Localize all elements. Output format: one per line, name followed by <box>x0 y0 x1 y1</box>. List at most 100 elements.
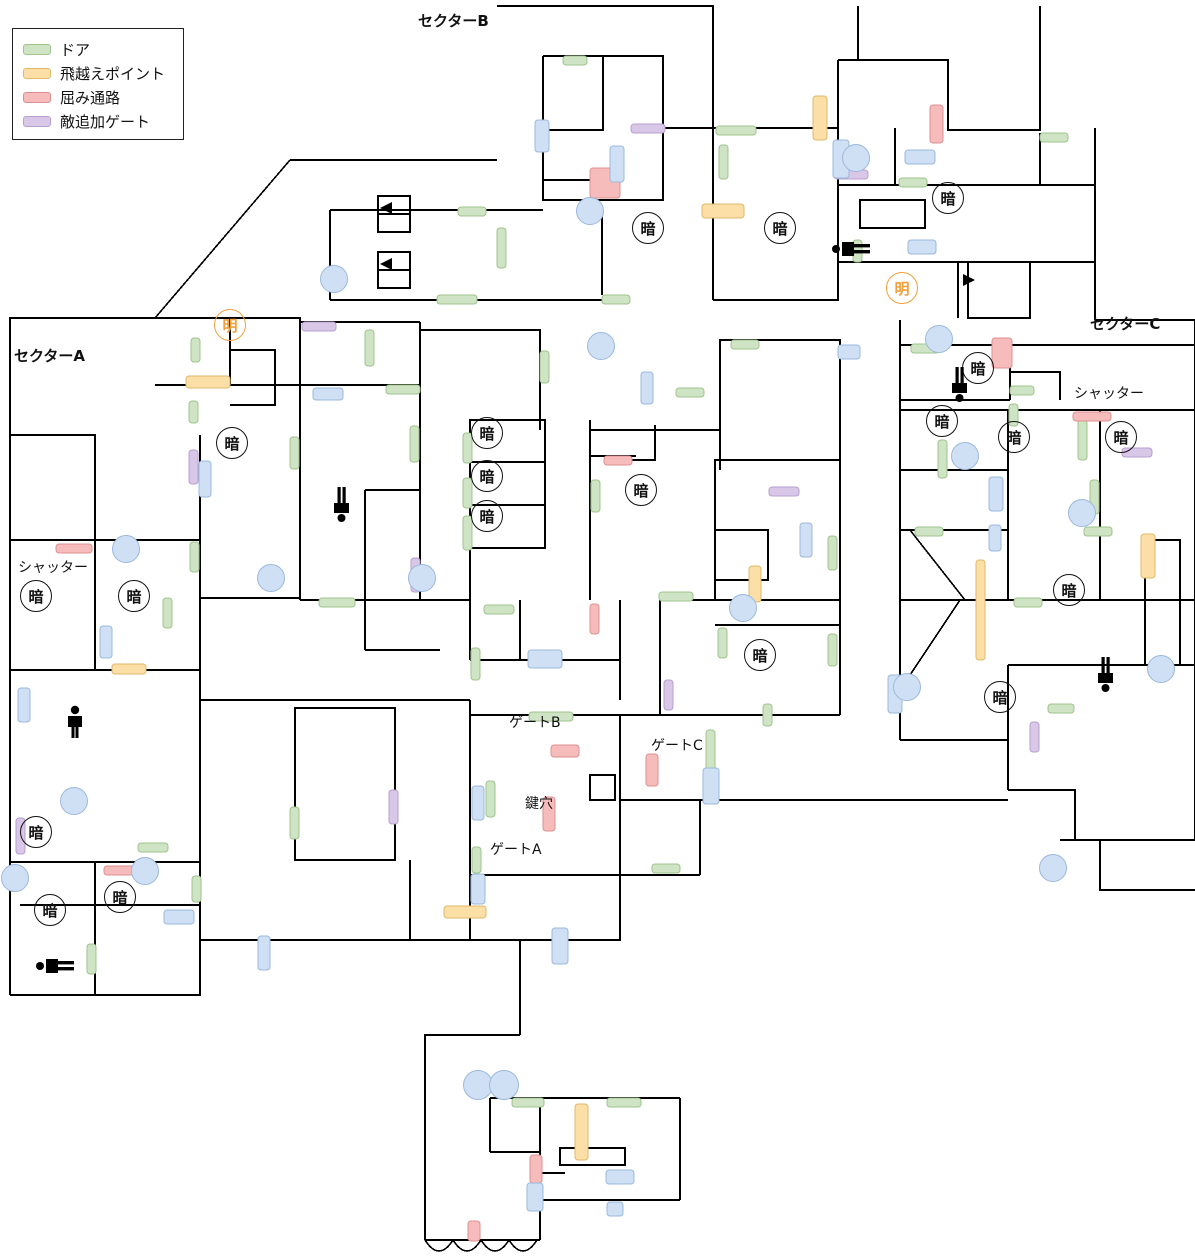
gate-swatch <box>23 115 51 127</box>
door-marker <box>462 477 473 509</box>
vault-point-marker <box>812 95 828 141</box>
crawl-passage-marker <box>529 1154 543 1184</box>
legend-item-gate: 敵追加ゲート <box>23 109 173 133</box>
item-marker <box>907 239 937 255</box>
door-marker <box>1039 132 1069 143</box>
dark-room-marker: 暗 <box>625 474 657 506</box>
item-marker <box>534 119 550 153</box>
dark-room-marker: 暗 <box>471 460 503 492</box>
legend-label-door: ドア <box>60 40 91 59</box>
pickup-blob <box>320 265 348 293</box>
item-marker <box>988 524 1002 552</box>
light-room-marker: 明 <box>214 309 246 341</box>
person-icon-headdown-2 <box>948 365 970 408</box>
door-marker <box>1013 597 1043 608</box>
dark-room-marker: 暗 <box>20 816 52 848</box>
door-marker <box>1083 526 1113 537</box>
legend-item-vault: 飛越えポイント <box>23 61 173 85</box>
door-marker <box>191 875 202 903</box>
crawl-passage-marker <box>645 753 659 787</box>
pickup-blob <box>951 442 979 470</box>
pickup-blob <box>408 564 436 592</box>
door-marker <box>364 329 375 367</box>
person-icon-headdown-3 <box>1094 655 1116 698</box>
item-marker <box>470 873 486 905</box>
legend-label-gate: 敵追加ゲート <box>60 112 151 131</box>
enemy-gate-marker <box>663 679 674 711</box>
shutter-label-c: シャッター <box>1074 386 1144 402</box>
sector-label-c: セクターC <box>1090 315 1161 333</box>
door-marker <box>601 294 631 305</box>
pickup-blob <box>489 1070 519 1100</box>
door-marker <box>137 842 169 853</box>
crawl-passage-marker <box>991 337 1013 369</box>
dark-room-marker: 暗 <box>764 212 796 244</box>
dark-room-marker: 暗 <box>926 405 958 437</box>
door-marker <box>606 1097 642 1108</box>
door-marker <box>457 206 487 217</box>
item-marker <box>471 785 485 821</box>
pickup-blob <box>576 197 604 225</box>
door-marker <box>409 425 420 463</box>
door-marker <box>188 400 199 424</box>
stairs-right-1-arrow-icon <box>963 274 975 286</box>
item-marker <box>99 625 113 659</box>
legend-item-crawl: 屈み通路 <box>23 85 173 109</box>
legend-item-door: ドア <box>23 37 173 61</box>
door-marker <box>718 144 729 180</box>
legend-label-crawl: 屈み通路 <box>60 88 121 107</box>
dark-room-marker: 暗 <box>34 894 66 926</box>
vault-point-marker <box>111 663 147 675</box>
door-marker <box>658 591 694 602</box>
vault-point-marker <box>574 1103 589 1161</box>
pickup-blob <box>112 535 140 563</box>
item-marker <box>257 935 271 971</box>
sector-label-b: セクターB <box>418 12 489 30</box>
dark-room-marker: 暗 <box>932 182 964 214</box>
dark-room-marker: 暗 <box>1105 421 1137 453</box>
pickup-blob <box>587 332 615 360</box>
door-marker <box>590 479 601 513</box>
door-marker <box>436 294 478 305</box>
enemy-gate-marker <box>388 789 399 825</box>
person-icon-standing <box>64 705 86 744</box>
door-marker <box>462 432 473 464</box>
pickup-blob <box>1 864 29 892</box>
item-marker <box>163 909 195 925</box>
gate-c-label: ゲートC <box>651 738 703 754</box>
door-marker <box>717 627 728 659</box>
door-marker <box>162 597 173 629</box>
door-swatch <box>23 43 51 55</box>
enemy-gate-marker <box>768 486 800 497</box>
door-marker <box>190 337 201 363</box>
door-marker <box>715 125 757 136</box>
gate-b-label: ゲートB <box>509 715 561 731</box>
vault-point-marker <box>185 375 231 389</box>
item-marker <box>527 649 563 669</box>
door-marker <box>462 515 473 551</box>
item-marker <box>640 371 654 405</box>
dark-room-marker: 暗 <box>471 500 503 532</box>
crawl-passage-marker <box>929 104 944 144</box>
door-marker <box>289 436 300 470</box>
door-marker <box>471 846 482 874</box>
pickup-blob <box>1039 854 1067 882</box>
vault-point-marker <box>1140 533 1156 579</box>
item-marker <box>988 476 1004 512</box>
crawl-passage-marker <box>603 455 633 466</box>
item-marker <box>799 522 813 558</box>
crawl-passage-marker <box>55 543 93 554</box>
item-marker <box>837 344 861 360</box>
pickup-blob <box>729 594 757 622</box>
dark-room-marker: 暗 <box>744 639 776 671</box>
item-marker <box>17 687 31 723</box>
vault-swatch <box>23 67 51 79</box>
door-marker <box>511 1097 545 1108</box>
door-marker <box>470 647 481 681</box>
dark-room-marker: 暗 <box>216 427 248 459</box>
dark-room-marker: 暗 <box>632 212 664 244</box>
door-marker <box>86 943 97 975</box>
person-icon-lying-1 <box>832 238 872 265</box>
stairs-left-2-arrow-icon <box>380 258 392 270</box>
